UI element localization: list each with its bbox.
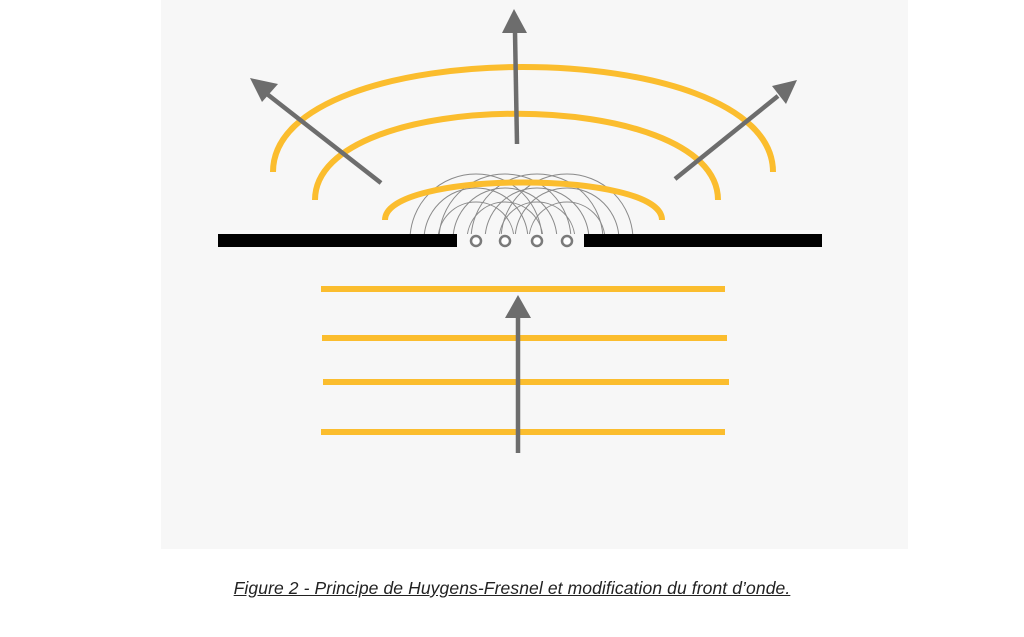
secondary-source (560, 234, 574, 248)
huygens-wavelets (409, 173, 634, 234)
barrier-wall (218, 234, 822, 247)
incident-arrow (505, 295, 531, 453)
wavelet-arc (437, 201, 515, 234)
wavelet-arc (528, 201, 606, 234)
secondary-sources (469, 234, 574, 248)
secondary-source (530, 234, 544, 248)
propagation-arrows (250, 9, 797, 453)
barrier-left (218, 234, 457, 247)
left-diagonal-arrow (250, 78, 383, 185)
secondary-source (469, 234, 483, 248)
incident-plane-wavefronts (321, 286, 729, 435)
wavelet-arc (452, 187, 558, 234)
center-arrow (502, 9, 527, 145)
wavelet-arc (498, 201, 576, 234)
wavelet-arc (438, 173, 572, 234)
wavelet-arc (514, 187, 620, 234)
huygens-fresnel-diagram (218, 9, 822, 453)
wavelet-arc (423, 187, 529, 234)
wavelet-arc (500, 173, 634, 234)
right-diagonal-arrow (673, 80, 797, 181)
figure-caption: Figure 2 - Principe de Huygens-Fresnel e… (233, 578, 791, 598)
wavelet-arc (466, 201, 544, 234)
wavelet-arc (484, 187, 590, 234)
wavelet-arc (470, 173, 604, 234)
diffracted-wavefronts (270, 64, 776, 221)
barrier-right (584, 234, 822, 247)
secondary-source (498, 234, 512, 248)
wavelet-arc (409, 173, 543, 234)
diffracted-wavefront-inner (382, 179, 665, 221)
